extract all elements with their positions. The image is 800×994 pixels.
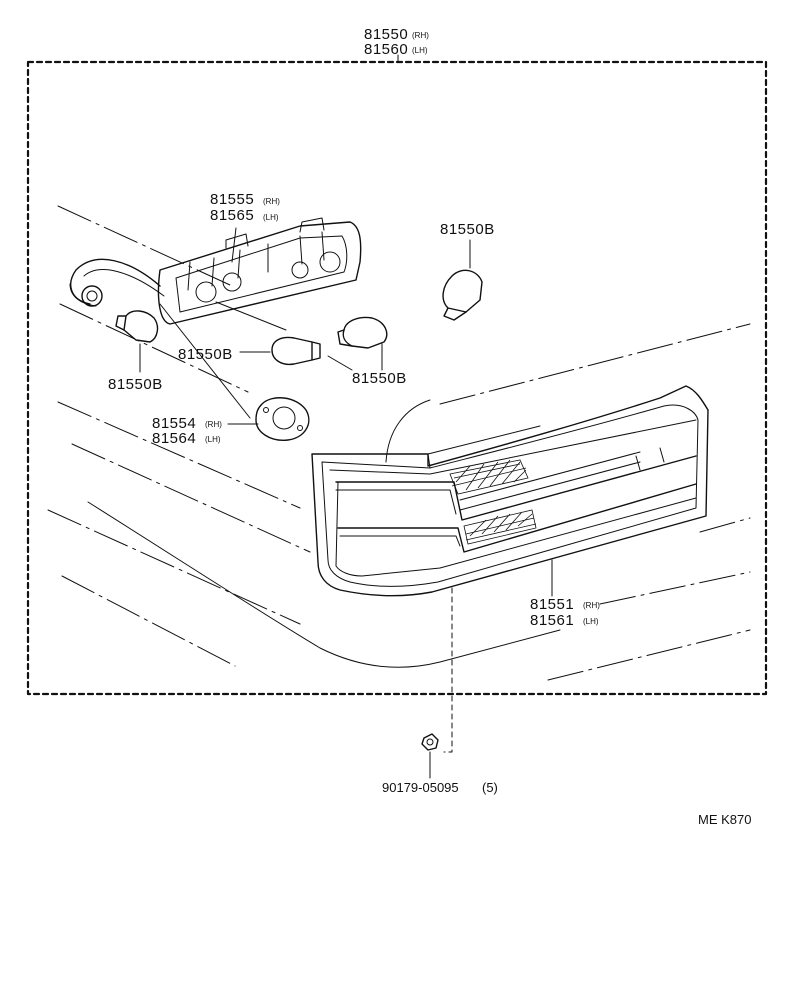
gasket-lh-number: 81564 bbox=[152, 430, 196, 447]
assembly-rh-number: 81550 bbox=[364, 26, 408, 43]
leader-socket-plate bbox=[231, 227, 237, 263]
gasket-lh-side: (LH) bbox=[205, 435, 221, 444]
assembly-label[interactable]: 81550 (RH) 81560 (LH) bbox=[364, 26, 429, 58]
bulb-center-left[interactable] bbox=[271, 336, 321, 366]
bulb-center-right[interactable] bbox=[337, 316, 388, 349]
lens-rh-side: (RH) bbox=[583, 601, 600, 610]
screw-install-line bbox=[443, 587, 453, 753]
socket-plate-lh-side: (LH) bbox=[263, 213, 279, 222]
assembly-boundary bbox=[26, 54, 768, 696]
assembly-lh-number: 81560 bbox=[364, 41, 408, 58]
screw-quantity: (5) bbox=[482, 780, 498, 795]
bulb-center-left-label: 81550B bbox=[178, 346, 233, 363]
assembly-guide-lines bbox=[159, 301, 287, 419]
bulb-top-right[interactable] bbox=[442, 269, 483, 321]
screw-part-number: 90179-05095 bbox=[382, 780, 459, 795]
tail-lamp-lens[interactable] bbox=[311, 385, 709, 597]
socket-plate-rh-number: 81555 bbox=[210, 191, 254, 208]
assembly-rh-side: (RH) bbox=[412, 31, 429, 40]
bulb-top-right-label: 81550B bbox=[440, 221, 495, 238]
bulb-left[interactable] bbox=[115, 310, 159, 343]
figure-code: ME K870 bbox=[698, 812, 751, 827]
gasket[interactable] bbox=[255, 397, 310, 441]
gasket-rh-side: (RH) bbox=[205, 420, 222, 429]
socket-plate-rh-side: (RH) bbox=[263, 197, 280, 206]
lens-lh-number: 81561 bbox=[530, 612, 574, 629]
socket-plate-lh-number: 81565 bbox=[210, 207, 254, 224]
lens-lh-side: (LH) bbox=[583, 617, 599, 626]
lens-rh-number: 81551 bbox=[530, 596, 574, 613]
bulb-center-right-label: 81550B bbox=[352, 370, 407, 387]
gasket-rh-number: 81554 bbox=[152, 415, 196, 432]
socket-plate[interactable] bbox=[69, 217, 362, 325]
bulb-left-label: 81550B bbox=[108, 376, 163, 393]
assembly-lh-side: (LH) bbox=[412, 46, 428, 55]
vehicle-body-outline bbox=[47, 205, 751, 681]
leader-bulb-center-right-2 bbox=[327, 355, 353, 371]
screw[interactable] bbox=[421, 733, 439, 751]
